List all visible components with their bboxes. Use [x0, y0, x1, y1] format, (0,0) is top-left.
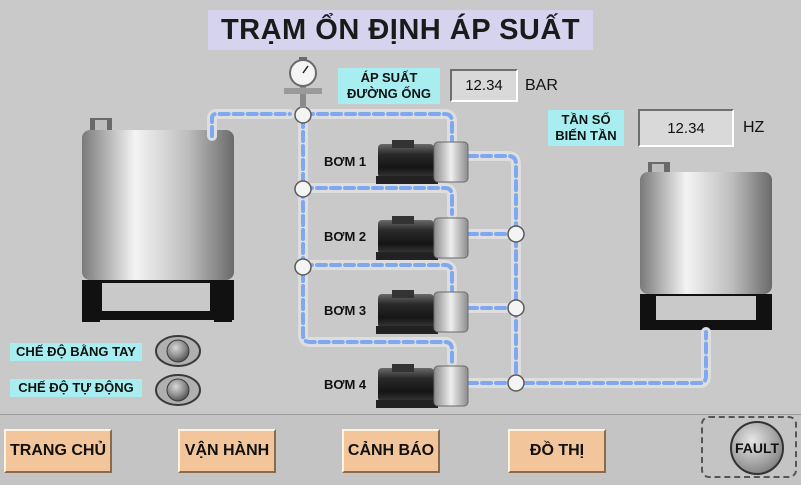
page-title: TRẠM ỔN ĐỊNH ÁP SUẤT — [208, 10, 593, 50]
pressure-value: 12.34 — [450, 69, 518, 102]
frequency-label: TẦN SỐ BIẾN TẦN — [548, 110, 624, 146]
fault-frame — [701, 416, 797, 478]
frequency-value: 12.34 — [638, 109, 734, 147]
pump-2-icon — [376, 216, 469, 260]
pump-2-label: BƠM 2 — [324, 229, 367, 244]
pump-3-icon — [376, 290, 469, 334]
manual-mode-button[interactable] — [154, 334, 202, 368]
pressure-label: ÁP SUẤT ĐƯỜNG ỐNG — [338, 68, 440, 104]
pump-3-label: BƠM 3 — [324, 303, 367, 318]
pump-1-icon — [376, 140, 469, 184]
pressure-gauge-icon — [284, 57, 322, 108]
frequency-unit: HZ — [743, 119, 765, 136]
fault-indicator[interactable]: FAULT — [730, 421, 784, 475]
pump-4-icon — [376, 364, 469, 408]
nav-home-button[interactable]: TRANG CHỦ — [4, 429, 112, 473]
nav-graph-button[interactable]: ĐỒ THỊ — [508, 429, 606, 473]
pump-1-label: BƠM 1 — [324, 154, 367, 169]
pump-4-label: BƠM 4 — [324, 377, 367, 392]
auto-mode-button[interactable] — [154, 373, 202, 407]
pressure-unit: BAR — [525, 77, 558, 94]
right-tank-icon — [640, 162, 772, 330]
auto-mode-label: CHẾ ĐỘ TỰ ĐỘNG — [10, 379, 142, 397]
nav-alarm-button[interactable]: CẢNH BÁO — [342, 429, 440, 473]
pipe-junctions — [294, 106, 525, 392]
left-tank-icon — [82, 118, 234, 322]
nav-operate-button[interactable]: VẬN HÀNH — [178, 429, 276, 473]
manual-mode-label: CHẾ ĐỘ BẰNG TAY — [10, 343, 142, 361]
